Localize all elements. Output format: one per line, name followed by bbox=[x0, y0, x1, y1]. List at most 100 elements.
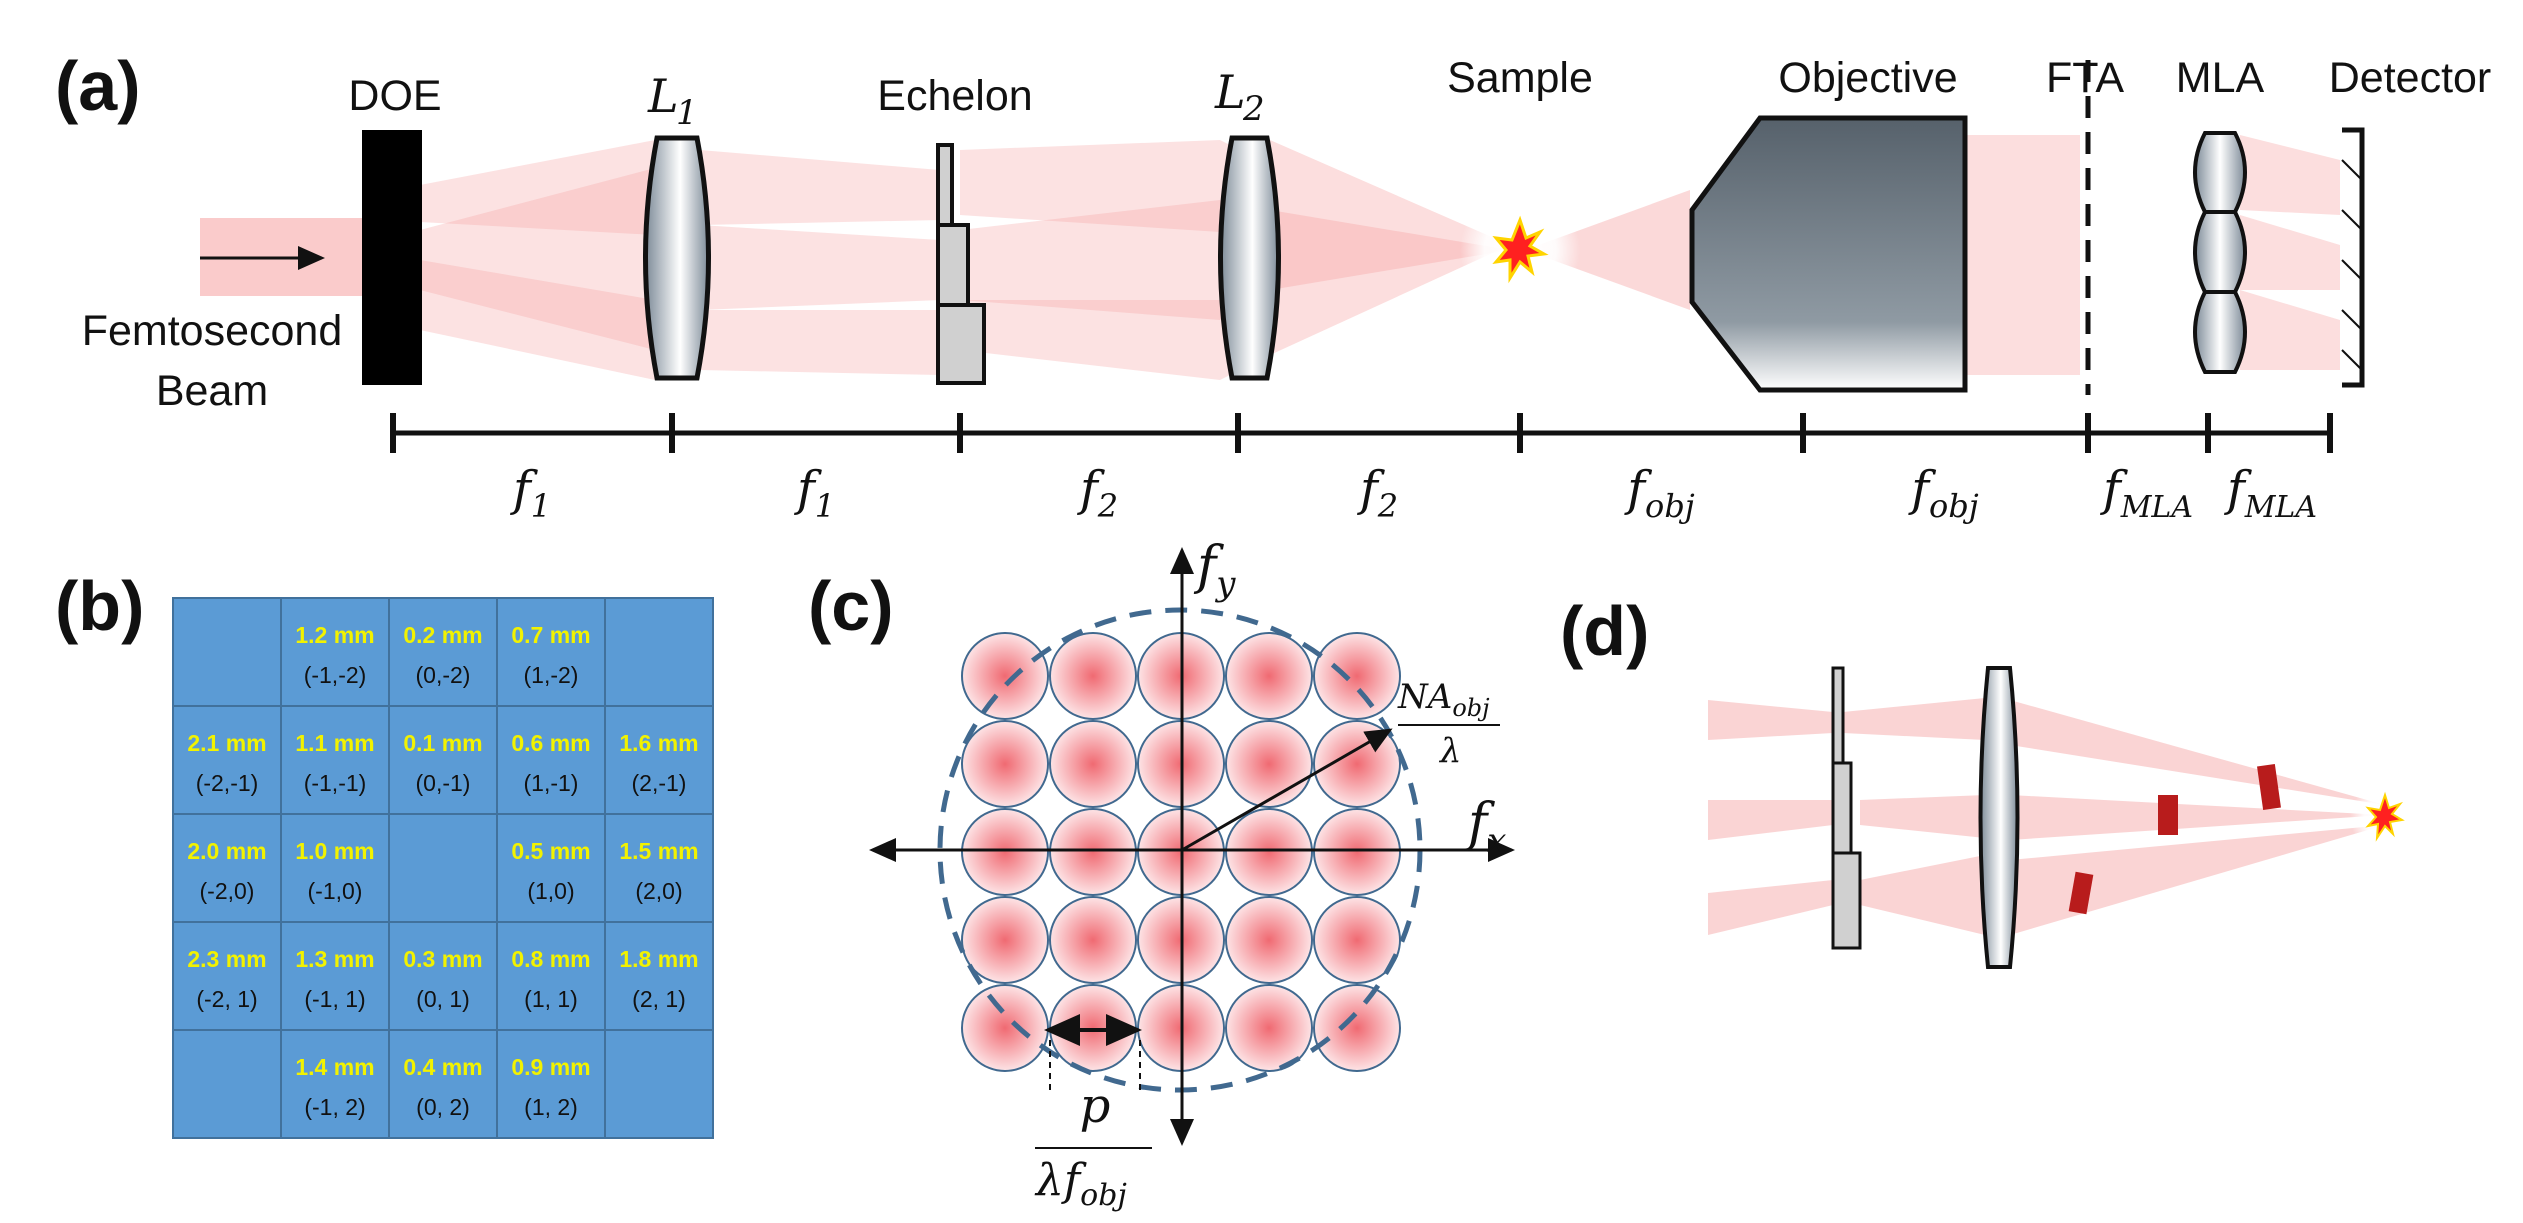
beam-l2-sample-core bbox=[1270, 210, 1510, 290]
cell-delay-value: 0.5 mm bbox=[511, 838, 590, 864]
diffraction-spot bbox=[1225, 984, 1313, 1072]
cell-delay-value: 1.6 mm bbox=[619, 730, 698, 756]
echelon-label: Echelon bbox=[877, 72, 1032, 120]
delay-grid: 1.2 mm(-1,-2)0.2 mm(0,-2)0.7 mm(1,-2) 2.1… bbox=[172, 597, 714, 1139]
pulse-marker-b bbox=[2158, 795, 2178, 835]
beam-mla-det-b bbox=[2240, 215, 2340, 290]
beam-paths-d bbox=[1708, 698, 2390, 935]
cell-delay-value: 0.6 mm bbox=[511, 730, 590, 756]
diffraction-spot bbox=[961, 984, 1049, 1072]
beam-sample-objective bbox=[1525, 190, 1690, 310]
fy-axis-label: fy bbox=[1193, 536, 1236, 604]
beam-mla-det-c bbox=[2240, 290, 2340, 370]
cell-index: (-1, 1) bbox=[304, 986, 365, 1012]
diffraction-spot bbox=[1313, 984, 1401, 1072]
diffraction-spot bbox=[1313, 720, 1401, 808]
focal-label: f1 bbox=[794, 461, 835, 525]
objective-label: Objective bbox=[1778, 54, 1957, 102]
pulse-marker-c bbox=[2068, 871, 2094, 915]
delay-cell: 0.8 mm (1, 1) bbox=[496, 921, 606, 1031]
cell-delay-value: 2.0 mm bbox=[187, 838, 266, 864]
delay-cell: 1.8 mm(2, 1) bbox=[604, 921, 714, 1031]
cell-index: (-2,-1) bbox=[196, 770, 259, 796]
delay-cell bbox=[604, 597, 714, 707]
delay-cell: 2.1 mm(-2,-1) bbox=[172, 705, 282, 815]
delay-cell: 0.9 mm (1, 2) bbox=[496, 1029, 606, 1139]
diffraction-spot bbox=[1225, 632, 1313, 720]
focal-label: f2 bbox=[1077, 461, 1118, 525]
beam-doe-l1-c bbox=[420, 260, 700, 380]
delay-cell: 1.3 mm (-1, 1) bbox=[280, 921, 390, 1031]
doe-label: DOE bbox=[348, 72, 441, 120]
cell-delay-value: 1.0 mm bbox=[295, 838, 374, 864]
cell-delay-value: 1.5 mm bbox=[619, 838, 698, 864]
delay-cell bbox=[388, 813, 498, 923]
delay-cell: 1.4 mm (-1, 2) bbox=[280, 1029, 390, 1139]
beam-ech-l2-b bbox=[960, 200, 1240, 320]
pitch-denominator: λfobj bbox=[1034, 1155, 1127, 1213]
diffraction-spot bbox=[1225, 808, 1313, 896]
cell-index: (1, 1) bbox=[524, 986, 578, 1012]
cell-index: (2,0) bbox=[635, 878, 682, 904]
diffraction-spot bbox=[1049, 808, 1137, 896]
cell-delay-value: 1.1 mm bbox=[295, 730, 374, 756]
diffraction-spot bbox=[1225, 896, 1313, 984]
focal-label: fobj bbox=[1624, 461, 1695, 525]
cell-delay-value: 1.3 mm bbox=[295, 946, 374, 972]
doe-element bbox=[362, 130, 422, 385]
cell-delay-value: 1.4 mm bbox=[295, 1054, 374, 1080]
beam-l1-ech-b bbox=[700, 225, 940, 310]
panel-a-label: (a) bbox=[55, 47, 141, 125]
delay-cell: 1.0 mm(-1,0) bbox=[280, 813, 390, 923]
panel-d-label: (d) bbox=[1560, 592, 1649, 670]
lens-d bbox=[1978, 666, 2020, 969]
l2-label-base: L bbox=[1214, 65, 1246, 119]
lens-l1 bbox=[643, 135, 711, 381]
delay-cell: 2.3 mm(-2, 1) bbox=[172, 921, 282, 1031]
echelon-element bbox=[936, 143, 986, 385]
cell-delay-value: 0.7 mm bbox=[511, 622, 590, 648]
cell-delay-value: 0.4 mm bbox=[403, 1054, 482, 1080]
cell-delay-value: 0.8 mm bbox=[511, 946, 590, 972]
beam-label-line2: Beam bbox=[156, 367, 268, 415]
diffraction-spot bbox=[1049, 632, 1137, 720]
cell-index: (-1,-1) bbox=[304, 770, 367, 796]
focal-labels: f1 f1 f2 f2 fobj fobj fMLA fMLA bbox=[510, 461, 2317, 525]
focal-distance-bar bbox=[390, 413, 2333, 453]
l1-label-base: L bbox=[647, 69, 679, 123]
beam-doe-l1-b bbox=[420, 168, 700, 350]
na-numerator: NAobj bbox=[1397, 677, 1490, 722]
diffraction-spot bbox=[961, 896, 1049, 984]
delay-cell bbox=[172, 1029, 282, 1139]
cell-delay-value: 2.3 mm bbox=[187, 946, 266, 972]
delay-cell: 1.5 mm (2,0) bbox=[604, 813, 714, 923]
focal-label: fobj bbox=[1908, 461, 1979, 525]
delay-cell: 0.7 mm(1,-2) bbox=[496, 597, 606, 707]
cell-index: (1,0) bbox=[527, 878, 574, 904]
cell-delay-value: 0.1 mm bbox=[403, 730, 482, 756]
beam-paths bbox=[200, 135, 2340, 380]
panel-c: (c) fx fy NAobj λ p λfobj bbox=[808, 536, 1515, 1213]
diffraction-spot bbox=[1225, 720, 1313, 808]
na-denominator: λ bbox=[1438, 731, 1462, 771]
fta-label: FTA bbox=[2046, 54, 2124, 102]
cell-index: (1, 2) bbox=[524, 1094, 578, 1120]
sample-spark-icon bbox=[1492, 215, 1549, 284]
cell-delay-value: 0.9 mm bbox=[511, 1054, 590, 1080]
beam-l1-ech-a bbox=[700, 150, 940, 225]
mla-label: MLA bbox=[2176, 54, 2265, 102]
delay-cell: 1.2 mm(-1,-2) bbox=[280, 597, 390, 707]
cell-index: (2, 1) bbox=[632, 986, 686, 1012]
l1-label-sub: 1 bbox=[676, 93, 698, 133]
detector-element bbox=[2341, 127, 2365, 388]
na-radius-arrow bbox=[1181, 728, 1393, 852]
sample-spark-icon bbox=[2365, 791, 2405, 842]
panel-b: (b) 1.2 mm(-1,-2)0.2 mm(0,-2)0.7 mm(1,-2… bbox=[55, 567, 714, 1139]
cell-delay-value: 1.2 mm bbox=[295, 622, 374, 648]
l2-label-sub: 2 bbox=[1242, 89, 1265, 129]
delay-cell: 1.1 mm (-1,-1) bbox=[280, 705, 390, 815]
delay-cell: 0.2 mm(0,-2) bbox=[388, 597, 498, 707]
cell-index: (-1, 2) bbox=[304, 1094, 365, 1120]
delay-cell bbox=[172, 597, 282, 707]
pulse-marker-a bbox=[2257, 763, 2281, 811]
